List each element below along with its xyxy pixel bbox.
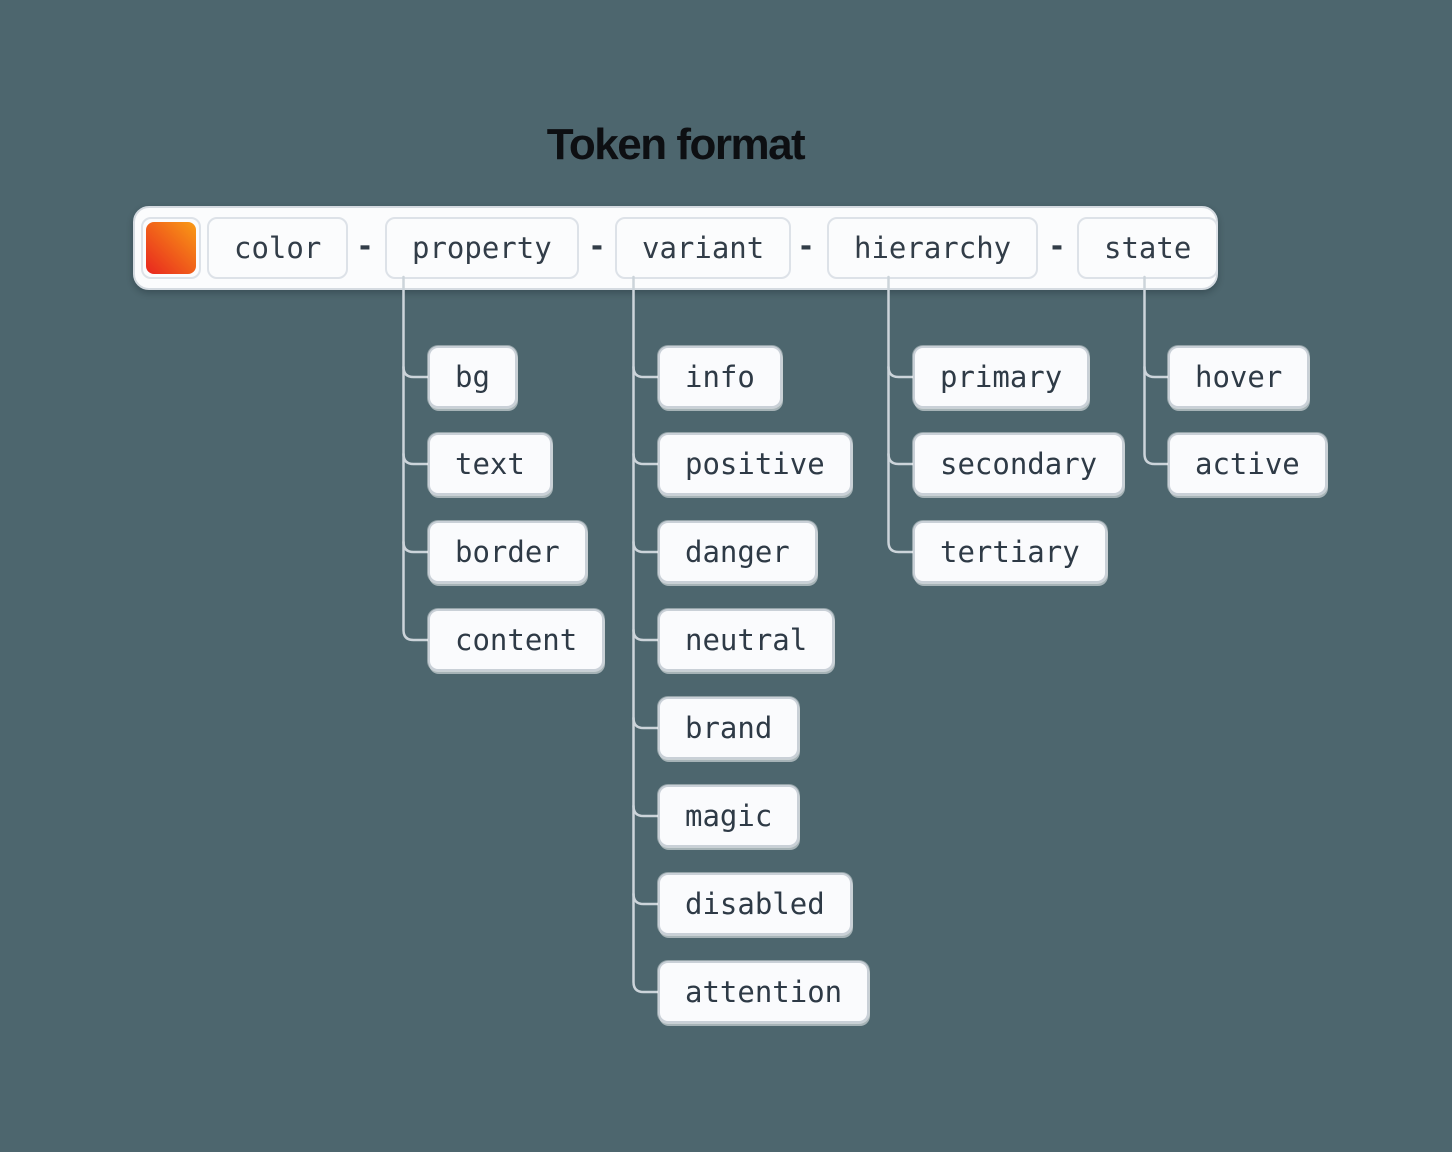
node-text: text xyxy=(428,433,552,495)
node-disabled: disabled xyxy=(658,873,852,935)
bar-segment-variant: variant xyxy=(615,217,792,279)
segment-separator: - xyxy=(588,229,606,263)
node-danger: danger xyxy=(658,521,817,583)
node-positive: positive xyxy=(658,433,852,495)
node-primary: primary xyxy=(913,346,1090,408)
node-info: info xyxy=(658,346,782,408)
node-hover: hover xyxy=(1168,346,1310,408)
connector-state-branch xyxy=(1143,275,1170,466)
node-tertiary: tertiary xyxy=(913,521,1107,583)
node-secondary: secondary xyxy=(913,433,1125,495)
node-neutral: neutral xyxy=(658,609,835,671)
connector-property-branch xyxy=(402,275,430,642)
bar-segment-state: state xyxy=(1077,217,1219,279)
node-brand: brand xyxy=(658,697,800,759)
bar-segment-hierarchy: hierarchy xyxy=(827,217,1039,279)
node-border: border xyxy=(428,521,587,583)
segment-separator: - xyxy=(356,229,374,263)
color-swatch-cell xyxy=(141,217,201,279)
node-attention: attention xyxy=(658,961,870,1023)
segment-separator: - xyxy=(1048,229,1066,263)
color-swatch xyxy=(146,222,196,274)
node-bg: bg xyxy=(428,346,517,408)
bar-segment-property: property xyxy=(385,217,579,279)
bar-segment-color: color xyxy=(207,217,349,279)
connector-hierarchy-branch xyxy=(887,275,915,554)
connector-variant-branch xyxy=(632,275,660,994)
node-active: active xyxy=(1168,433,1327,495)
segment-separator: - xyxy=(797,229,815,263)
token-format-bar: color - property - variant - hierarchy -… xyxy=(133,206,1219,290)
node-content: content xyxy=(428,609,605,671)
node-magic: magic xyxy=(658,785,800,847)
diagram-title: Token format xyxy=(546,120,806,169)
